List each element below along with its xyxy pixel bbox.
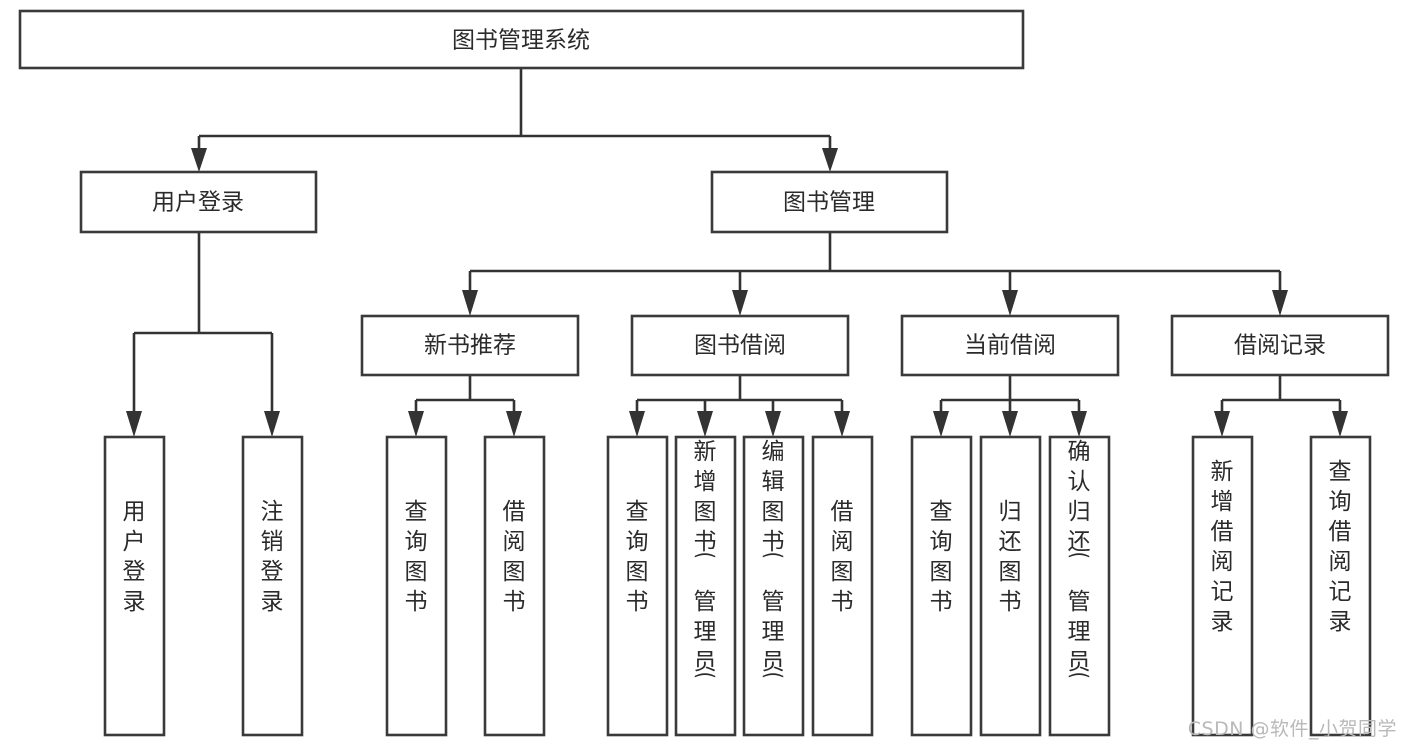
arrow-icon-to-leaf-rec-borrow-book	[506, 411, 522, 437]
node-user-login-label: 用户登录	[152, 190, 244, 216]
arrow-icon-to-book-borrow	[732, 290, 748, 316]
node-root-label: 图书管理系统	[452, 28, 590, 54]
leaf-his-add-record-label: 新增借阅记录	[1211, 459, 1234, 635]
arrow-icon-to-leaf-bor-edit-book	[765, 411, 781, 437]
leaf-bor-add-book[interactable]: 新增图书⁀管理员⁀	[674, 435, 737, 737]
arrow-icon-to-leaf-cur-confirm-return	[1071, 411, 1087, 437]
node-book-management[interactable]: 图书管理	[710, 170, 949, 234]
leaf-user-login-box[interactable]	[103, 435, 166, 737]
arrow-icon-to-new-book-rec	[462, 290, 478, 316]
arrow-icon-to-leaf-bor-borrow-book	[834, 411, 850, 437]
node-borrow-history[interactable]: 借阅记录	[1170, 314, 1390, 377]
leaf-rec-query-book[interactable]: 查询图书	[385, 435, 448, 737]
leaf-cur-query-book-box[interactable]	[910, 435, 973, 737]
leaf-his-add-record[interactable]: 新增借阅记录	[1191, 435, 1254, 737]
leaf-rec-query-book-box[interactable]	[385, 435, 448, 737]
arrow-icon-to-leaf-bor-query-book	[629, 411, 645, 437]
edge-bookborrow-bus	[635, 375, 844, 415]
arrow-icon-to-leaf-rec-query-book	[408, 411, 424, 437]
node-book-borrow-box[interactable]	[630, 314, 850, 377]
arrow-icon-to-leaf-his-add-record	[1214, 411, 1230, 437]
node-root[interactable]: 图书管理系统	[18, 9, 1025, 70]
leaf-bor-borrow-book-box[interactable]	[811, 435, 874, 737]
leaf-bor-edit-book-box[interactable]	[742, 435, 805, 737]
leaf-cur-return-book-box[interactable]	[979, 435, 1042, 737]
node-new-book-recommend[interactable]: 新书推荐	[360, 314, 580, 377]
node-borrow-history-box[interactable]	[1170, 314, 1390, 377]
connector-layer	[126, 68, 1348, 437]
leaf-user-logout-box[interactable]	[241, 435, 304, 737]
leaf-his-query-record-box[interactable]	[1309, 435, 1372, 737]
node-book-borrow[interactable]: 图书借阅	[630, 314, 850, 377]
node-book-management-label: 图书管理	[783, 190, 875, 216]
leaf-bor-add-book-box[interactable]	[674, 435, 737, 737]
arrow-icon-to-current-borrow	[1002, 290, 1018, 316]
leaf-rec-borrow-book-label: 借阅图书	[503, 499, 526, 615]
edge-currentborrow-bus	[939, 375, 1081, 415]
edge-history-bus	[1220, 375, 1342, 415]
edge-newbook-bus	[414, 375, 516, 415]
leaf-bor-query-book-label: 查询图书	[626, 499, 649, 615]
edge-root-bus	[197, 68, 832, 152]
node-user-login[interactable]: 用户登录	[79, 170, 318, 234]
arrow-icon-to-leaf-cur-query-book	[933, 411, 949, 437]
arrow-icon-to-leaf-user-logout	[264, 411, 280, 437]
leaf-bor-edit-book-label: 编辑图书⁀管理员⁀	[762, 439, 785, 701]
leaf-bor-query-book-box[interactable]	[606, 435, 669, 737]
node-borrow-history-label: 借阅记录	[1234, 333, 1326, 359]
leaf-user-login[interactable]: 用户登录	[103, 435, 166, 737]
leaf-cur-confirm-return-box[interactable]	[1048, 435, 1111, 737]
leaf-cur-query-book[interactable]: 查询图书	[910, 435, 973, 737]
leaf-cur-return-book-label: 归还图书	[999, 499, 1022, 615]
leaf-his-query-record[interactable]: 查询借阅记录	[1309, 435, 1372, 737]
node-current-borrow[interactable]: 当前借阅	[900, 314, 1120, 377]
leaf-cur-confirm-return-label: 确认归还⁀管理员⁀	[1068, 439, 1091, 701]
arrow-icon-to-book-mgmt	[822, 148, 838, 172]
node-user-login-box[interactable]	[79, 170, 318, 234]
arrow-icon-to-leaf-bor-add-book	[697, 411, 713, 437]
leaf-user-logout[interactable]: 注销登录	[241, 435, 304, 737]
leaf-bor-query-book[interactable]: 查询图书	[606, 435, 669, 737]
leaf-cur-confirm-return[interactable]: 确认归还⁀管理员⁀	[1048, 435, 1111, 737]
node-current-borrow-box[interactable]	[900, 314, 1120, 377]
arrow-icon-to-leaf-user-login	[126, 411, 142, 437]
edge-userlogin-bus	[132, 232, 274, 415]
node-book-borrow-label: 图书借阅	[694, 333, 786, 359]
node-book-management-box[interactable]	[710, 170, 949, 234]
arrow-icon-to-user-login	[191, 148, 207, 172]
arrow-icon-to-borrow-history	[1272, 290, 1288, 316]
leaf-rec-query-book-label: 查询图书	[405, 499, 428, 615]
leaf-his-query-record-label: 查询借阅记录	[1329, 459, 1352, 635]
edge-bookmgmt-bus	[468, 232, 1282, 294]
node-current-borrow-label: 当前借阅	[964, 333, 1056, 359]
leaf-rec-borrow-book[interactable]: 借阅图书	[483, 435, 546, 737]
csdn-watermark: CSDN @软件_小贺同学	[1187, 718, 1397, 740]
leaf-his-add-record-box[interactable]	[1191, 435, 1254, 737]
leaf-cur-return-book[interactable]: 归还图书	[979, 435, 1042, 737]
leaf-bor-borrow-book-label: 借阅图书	[831, 499, 854, 615]
node-new-book-recommend-box[interactable]	[360, 314, 580, 377]
leaf-bor-edit-book[interactable]: 编辑图书⁀管理员⁀	[742, 435, 805, 737]
node-root-box[interactable]	[18, 9, 1025, 70]
arrow-icon-to-leaf-his-query-record	[1332, 411, 1348, 437]
node-new-book-recommend-label: 新书推荐	[424, 333, 516, 359]
leaf-cur-query-book-label: 查询图书	[930, 499, 953, 615]
leaf-user-login-label: 用户登录	[123, 499, 146, 615]
leaf-user-logout-label: 注销登录	[261, 499, 284, 615]
leaf-rec-borrow-book-box[interactable]	[483, 435, 546, 737]
leaf-bor-add-book-label: 新增图书⁀管理员⁀	[694, 439, 717, 701]
leaf-bor-borrow-book[interactable]: 借阅图书	[811, 435, 874, 737]
arrow-icon-to-leaf-cur-return-book	[1002, 411, 1018, 437]
